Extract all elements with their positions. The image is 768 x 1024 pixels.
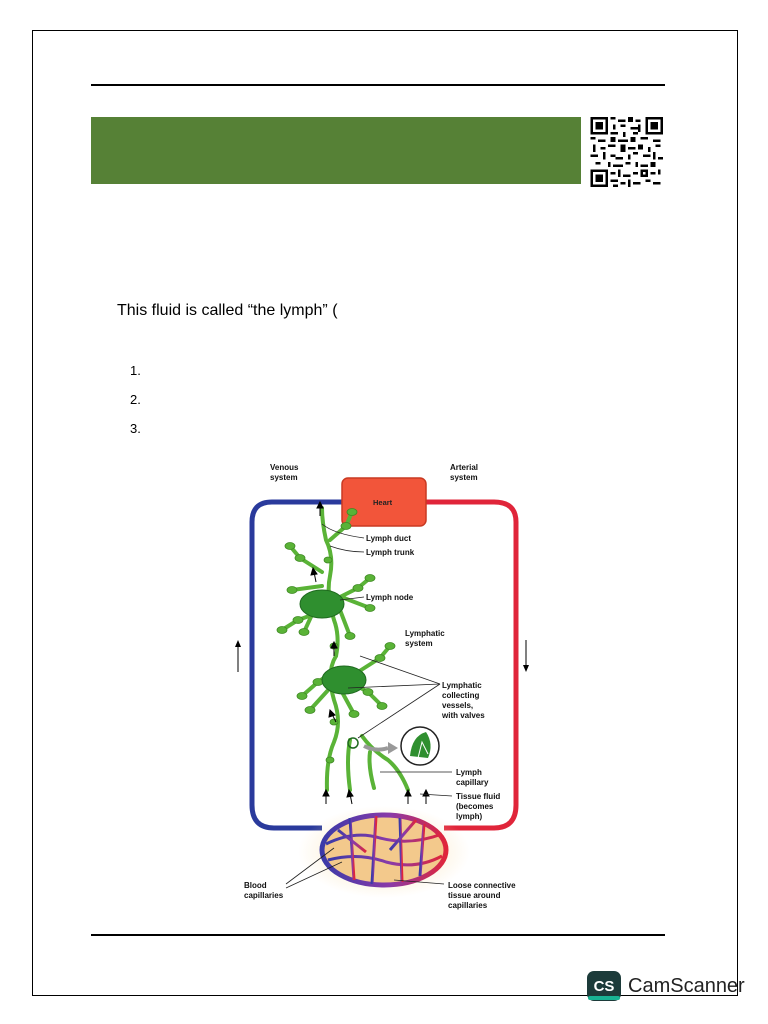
- label-tissue-fluid: Tissue fluid: [456, 792, 500, 801]
- camscanner-logo-icon: CS: [587, 971, 621, 1001]
- label-lymph-capillary: Lymph: [456, 768, 482, 777]
- label-loose-connective-tissue: Loose connective: [448, 881, 516, 890]
- heart-box: [341, 477, 427, 527]
- title-banner: [91, 117, 581, 184]
- label-heart: Heart: [373, 498, 393, 507]
- svg-text:capillaries: capillaries: [244, 891, 284, 900]
- venous-vessel: [249, 499, 342, 831]
- label-lymph-trunk: Lymph trunk: [366, 548, 415, 557]
- svg-text:(becomes: (becomes: [456, 802, 494, 811]
- svg-text:system: system: [450, 473, 478, 482]
- list-item: 2.: [130, 392, 141, 407]
- lymphatic-system-diagram: Heart: [235, 463, 529, 910]
- arterial-vessel: [426, 499, 519, 831]
- lymph-node-upper: [299, 589, 345, 619]
- list-item: 3.: [130, 421, 141, 436]
- svg-text:capillary: capillary: [456, 778, 489, 787]
- svg-text:with valves: with valves: [441, 711, 485, 720]
- svg-text:capillaries: capillaries: [448, 901, 488, 910]
- label-lymph-duct: Lymph duct: [366, 534, 411, 543]
- page-border: [32, 30, 738, 996]
- label-venous-system: Venous: [270, 463, 299, 472]
- label-arterial-system: Arterial: [450, 463, 478, 472]
- capillary-bed: [319, 812, 449, 888]
- label-lymphatic-system: Lymphatic: [405, 629, 445, 638]
- label-lymph-node: Lymph node: [366, 593, 414, 602]
- list-item: 1.: [130, 363, 141, 378]
- svg-text:tissue around: tissue around: [448, 891, 501, 900]
- svg-text:lymph): lymph): [456, 812, 483, 821]
- svg-text:collecting: collecting: [442, 691, 479, 700]
- camscanner-wordmark: CamScanner: [628, 975, 745, 997]
- footer-rule: [91, 934, 665, 936]
- svg-text:vessels,: vessels,: [442, 701, 473, 710]
- lymph-node-lower: [321, 665, 367, 695]
- svg-text:system: system: [405, 639, 433, 648]
- label-collecting-vessels: Lymphatic: [442, 681, 482, 690]
- numbered-list: 1. 2. 3.: [130, 363, 141, 450]
- svg-text:CS: CS: [594, 978, 615, 995]
- intro-paragraph: This fluid is called “the lymph” (: [117, 302, 338, 319]
- qr-code: [590, 117, 663, 187]
- label-blood-capillaries: Blood: [244, 881, 267, 890]
- header-rule: [91, 84, 665, 86]
- svg-text:system: system: [270, 473, 298, 482]
